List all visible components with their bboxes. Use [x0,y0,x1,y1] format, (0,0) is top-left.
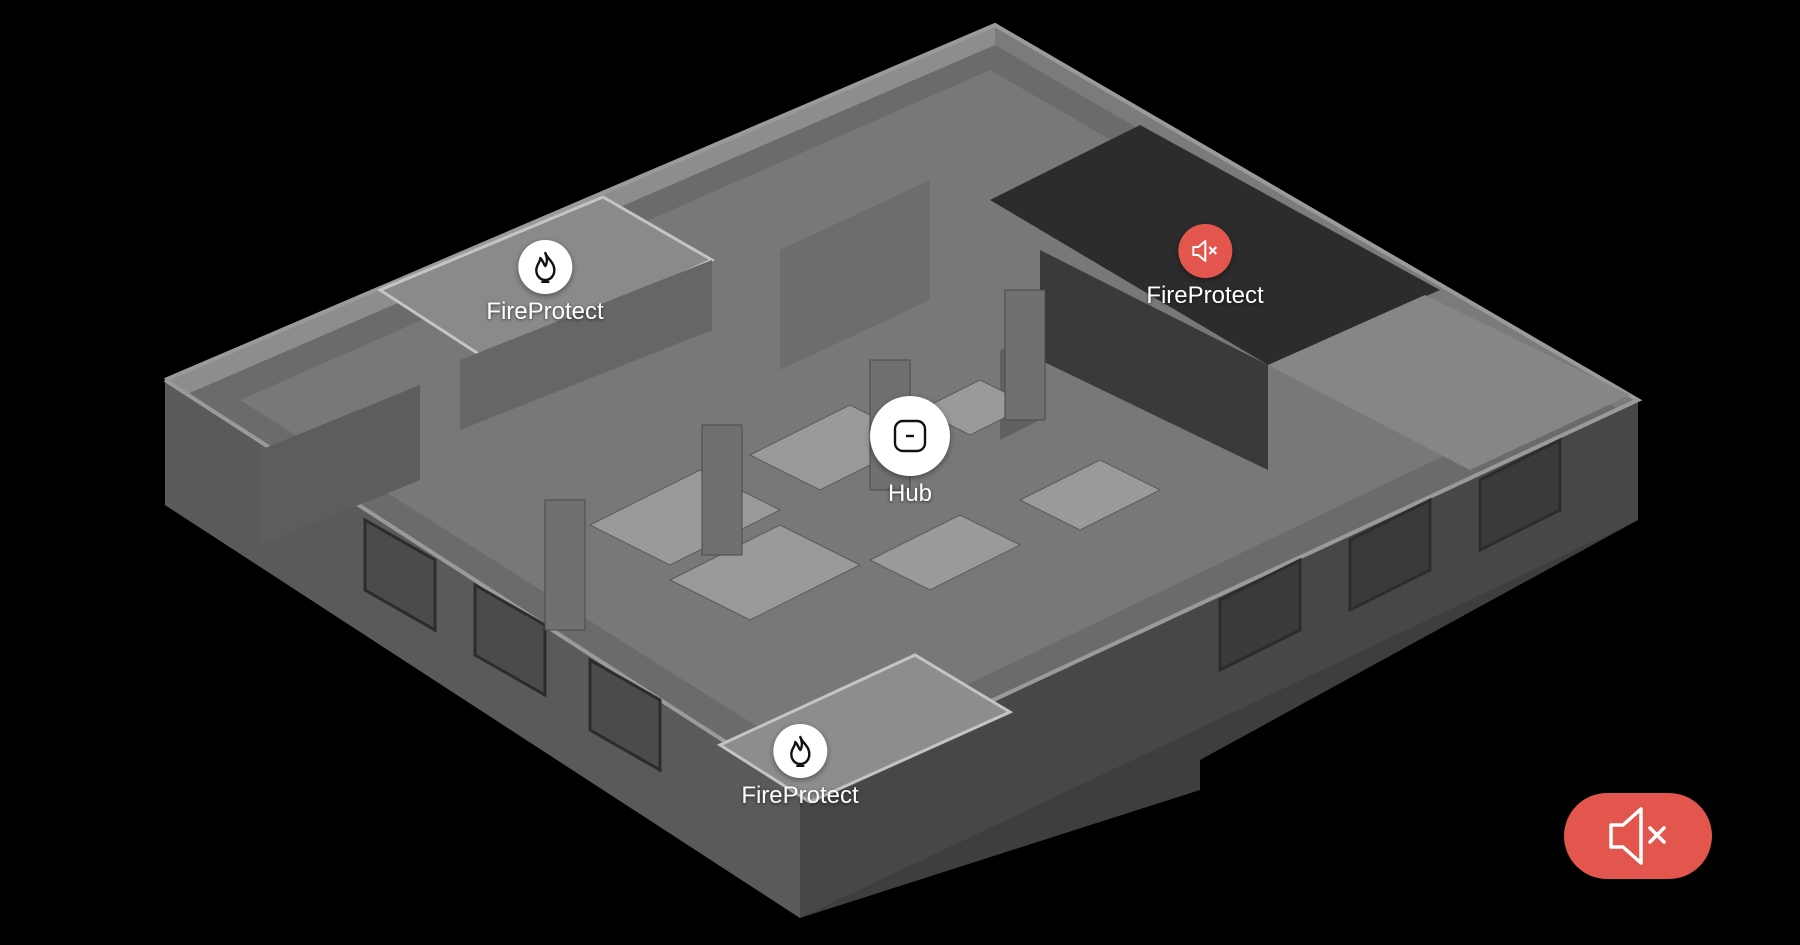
interior-wall-1 [460,260,712,430]
device-marker-hub[interactable]: Hub [870,396,950,508]
mute-alarm-button[interactable] [1564,793,1712,879]
windows-right [1218,437,1562,673]
speaker-muted-icon [1178,224,1232,278]
device-label: Hub [887,480,933,507]
flame-icon [773,724,827,778]
device-label: FireProtect [1146,282,1264,309]
interior-wall-3 [780,180,930,370]
hub-icon [870,396,950,476]
device-label: FireProtect [741,782,859,809]
flame-icon [518,240,572,294]
wall-back-right [995,25,1638,410]
speaker-muted-icon [1609,807,1666,865]
device-marker-fireprotect-2[interactable]: FireProtect [1146,224,1264,310]
room-fireprotect-2-wall [1040,250,1268,470]
windows-front [363,517,662,773]
device-marker-fireprotect-1[interactable]: FireProtect [486,240,604,326]
device-label: FireProtect [486,298,604,325]
device-marker-fireprotect-3[interactable]: FireProtect [741,724,859,810]
room-lounge [1268,295,1630,470]
interior-wall-2 [260,385,420,545]
wall-top-edge [163,22,1643,793]
